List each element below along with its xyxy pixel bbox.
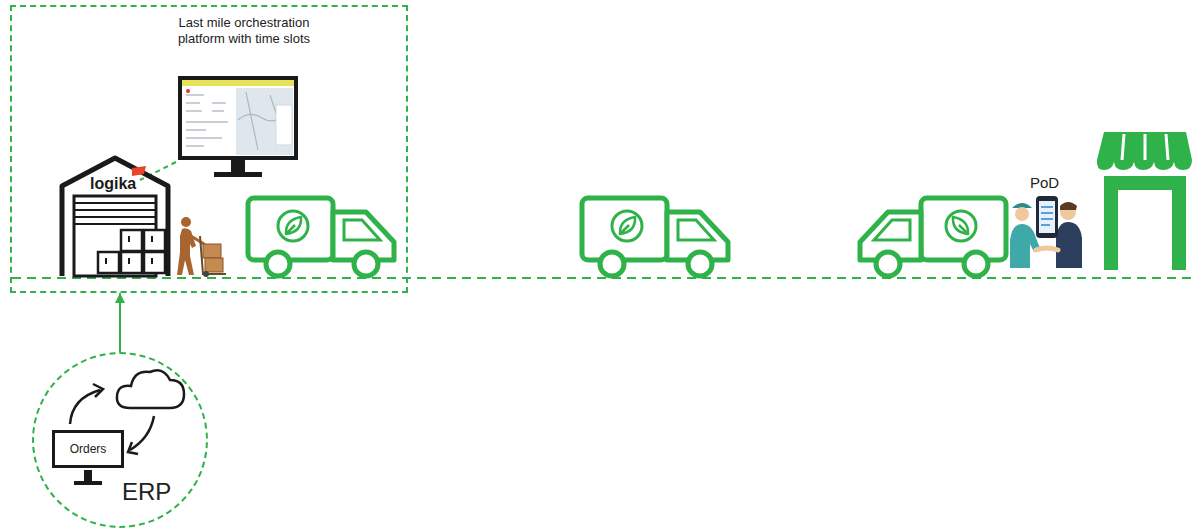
monitor-base bbox=[214, 172, 262, 177]
map-panel bbox=[276, 105, 292, 145]
platform-link bbox=[140, 162, 176, 180]
screen-map bbox=[236, 88, 293, 155]
delivery-truck bbox=[582, 198, 728, 276]
orders-label: Orders bbox=[70, 442, 107, 456]
phone bbox=[1036, 196, 1058, 238]
route-line bbox=[12, 277, 1196, 279]
warehouse-outline bbox=[62, 158, 168, 276]
flow-arrow bbox=[119, 293, 121, 352]
warehouse bbox=[62, 158, 168, 276]
erp-circle: ERP Orders bbox=[32, 352, 208, 528]
shutter-slats bbox=[74, 203, 156, 224]
erp-label: ERP bbox=[122, 478, 171, 506]
logo-flag bbox=[132, 166, 146, 176]
delivery-truck bbox=[860, 198, 1006, 276]
platform-monitor bbox=[180, 78, 296, 177]
brand-logo-text: logika bbox=[90, 175, 136, 193]
orders-monitor: Orders bbox=[52, 430, 124, 468]
monitor-neck bbox=[231, 160, 245, 172]
monitor-screen bbox=[180, 78, 296, 158]
box-stack bbox=[98, 230, 165, 273]
pod-label: PoD bbox=[1030, 174, 1059, 191]
delivery-truck bbox=[248, 198, 394, 276]
screen-bar bbox=[182, 80, 294, 86]
platform-region: Last mile orchestration platform with ti… bbox=[10, 5, 408, 293]
store-icon bbox=[1097, 132, 1192, 270]
screen-rows bbox=[186, 95, 228, 146]
handover-people bbox=[1010, 196, 1082, 268]
screen-dot bbox=[186, 89, 190, 93]
worker bbox=[177, 217, 226, 277]
region-heading: Last mile orchestration platform with ti… bbox=[162, 15, 326, 47]
box-marks bbox=[106, 236, 152, 264]
